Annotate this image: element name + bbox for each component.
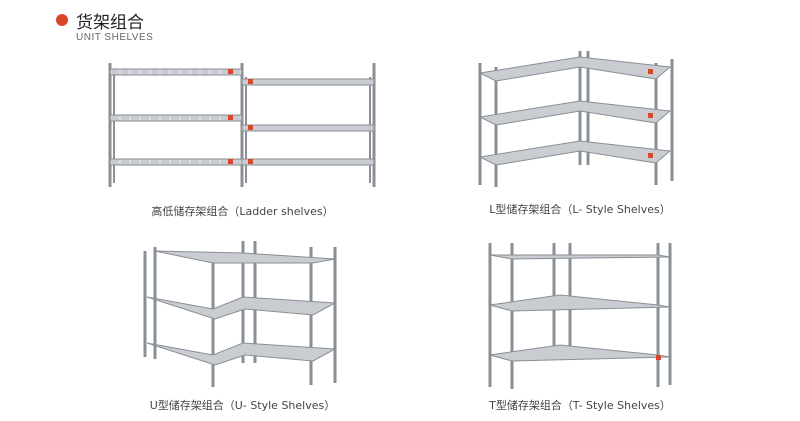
product-caption: U型储存架组合（U- Style Shelves） [149, 399, 336, 412]
product-ladder-shelves: 高低储存架组合（Ladder shelves） [100, 55, 440, 218]
product-u-style-shelves: U型储存架组合（U- Style Shelves） [135, 237, 475, 412]
product-caption: 高低储存架组合（Ladder shelves） [151, 205, 334, 218]
t-style-shelves-illustration [488, 243, 672, 389]
ladder-shelves-illustration [108, 63, 376, 187]
product-caption: L型储存架组合（L- Style Shelves） [489, 203, 671, 216]
l-style-shelves-illustration [478, 51, 674, 187]
product-caption: T型储存架组合（T- Style Shelves） [489, 399, 671, 412]
product-l-style-shelves: L型储存架组合（L- Style Shelves） [470, 45, 800, 216]
product-t-style-shelves: T型储存架组合（T- Style Shelves） [480, 237, 800, 412]
section-subtitle: UNIT SHELVES [76, 32, 154, 43]
u-style-shelves-illustration [143, 241, 337, 387]
section-title: 货架组合 [76, 13, 144, 33]
red-dot-icon [56, 14, 68, 26]
